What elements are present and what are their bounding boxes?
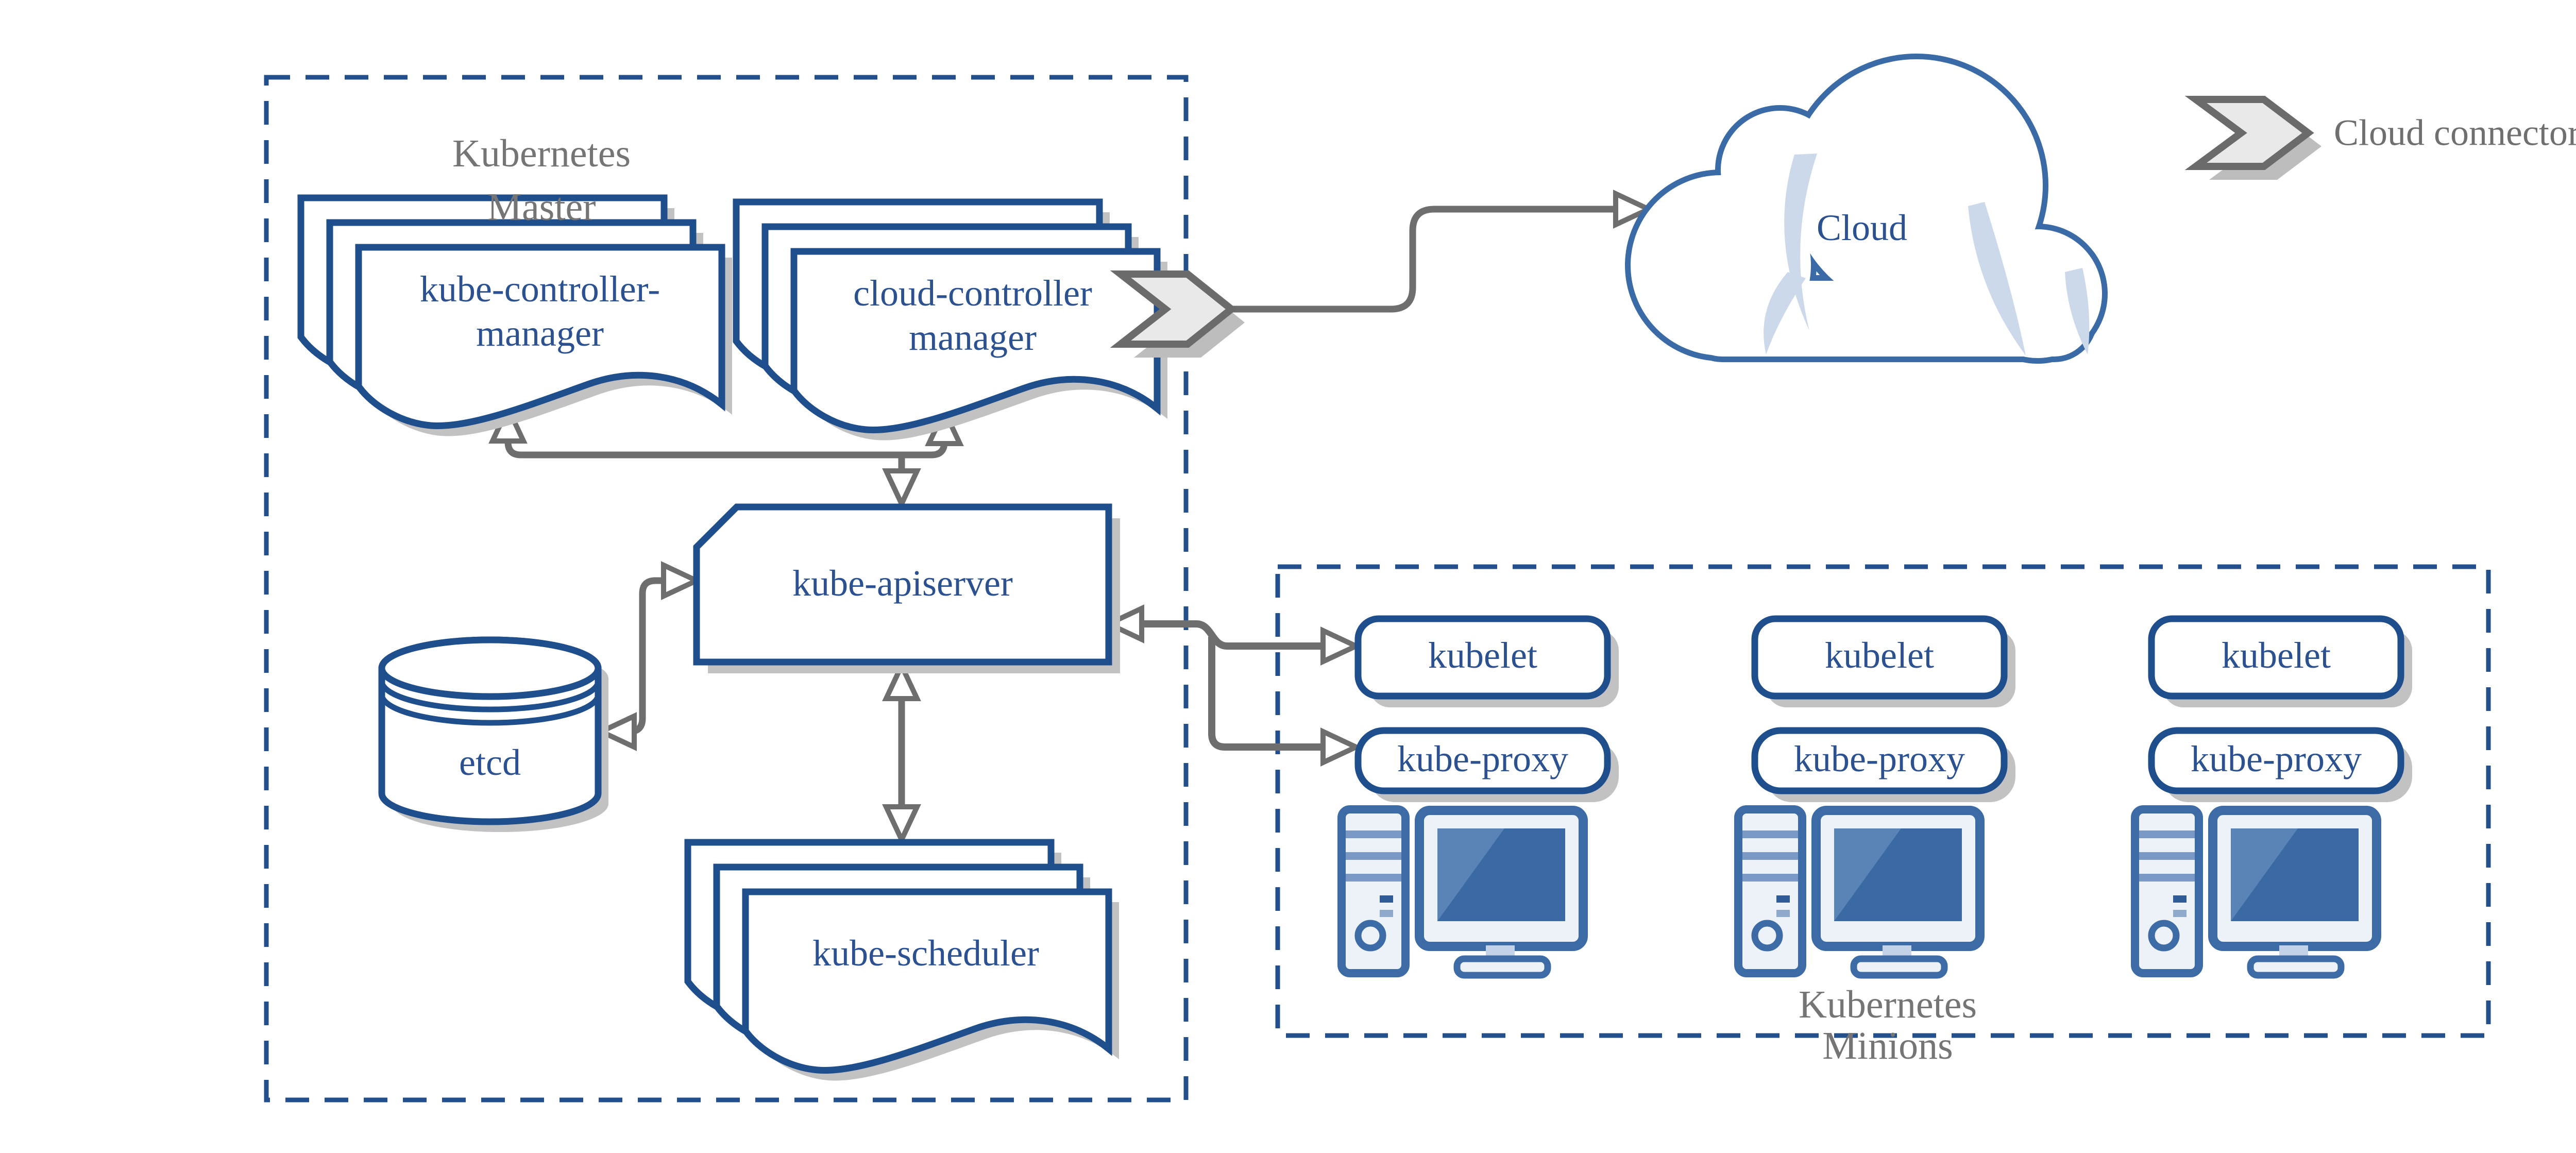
master-label-line1: Kubernetes <box>452 132 631 175</box>
arrowhead-into-apiserver-left <box>664 565 697 596</box>
cloud-controller-manager-label: cloud-controller manager <box>853 273 1092 358</box>
kube-proxy-label-1: kube-proxy <box>1397 738 1568 779</box>
kubelet-label-3: kubelet <box>2222 635 2331 676</box>
kube-scheduler-label: kube-scheduler <box>812 932 1039 974</box>
minions-boundary-box <box>1275 564 2491 1038</box>
legend-cloud-connector-icon <box>2184 96 2321 180</box>
legend-cloud-connector-label: Cloud connector <box>2334 112 2576 154</box>
cloud-label: Cloud <box>1816 207 1908 248</box>
etcd-label: etcd <box>459 742 521 783</box>
master-boundary-box <box>264 75 1189 1103</box>
kube-controller-manager-label: kube-controller- manager <box>419 268 660 354</box>
cloud-highlight-crescents <box>1764 154 2090 355</box>
cloud-connector-chevron <box>1110 270 1245 358</box>
master-box-label: Kubernetes Master <box>452 127 631 234</box>
kube-proxy-label-3: kube-proxy <box>2191 738 2362 779</box>
kube-proxy-label-2: kube-proxy <box>1794 738 1965 779</box>
minions-box-label: Kubernetes Minions <box>1799 984 1977 1066</box>
arrowhead-into-scheduler <box>886 807 917 840</box>
cloud-connector-wire <box>1230 206 1619 313</box>
apiserver-minions-connector <box>1140 620 1325 751</box>
kubelet-label-2: kubelet <box>1825 635 1934 676</box>
arrowhead-into-kubelet <box>1323 631 1356 662</box>
master-label-line2: Master <box>487 185 596 229</box>
kube-apiserver-label: kube-apiserver <box>792 563 1013 604</box>
apiserver-etcd-connector <box>629 577 665 735</box>
arrowhead-into-kube-proxy <box>1323 732 1356 762</box>
kube-apiserver-shape <box>693 503 1120 673</box>
minions-label-line2: Minions <box>1822 1024 1953 1067</box>
kubelet-label-1: kubelet <box>1428 635 1537 676</box>
arrowhead-into-apiserver-top <box>886 471 917 504</box>
etcd-shape <box>378 636 608 832</box>
minions-label-line1: Kubernetes <box>1798 983 1977 1026</box>
cloud-shape <box>1625 54 2108 364</box>
